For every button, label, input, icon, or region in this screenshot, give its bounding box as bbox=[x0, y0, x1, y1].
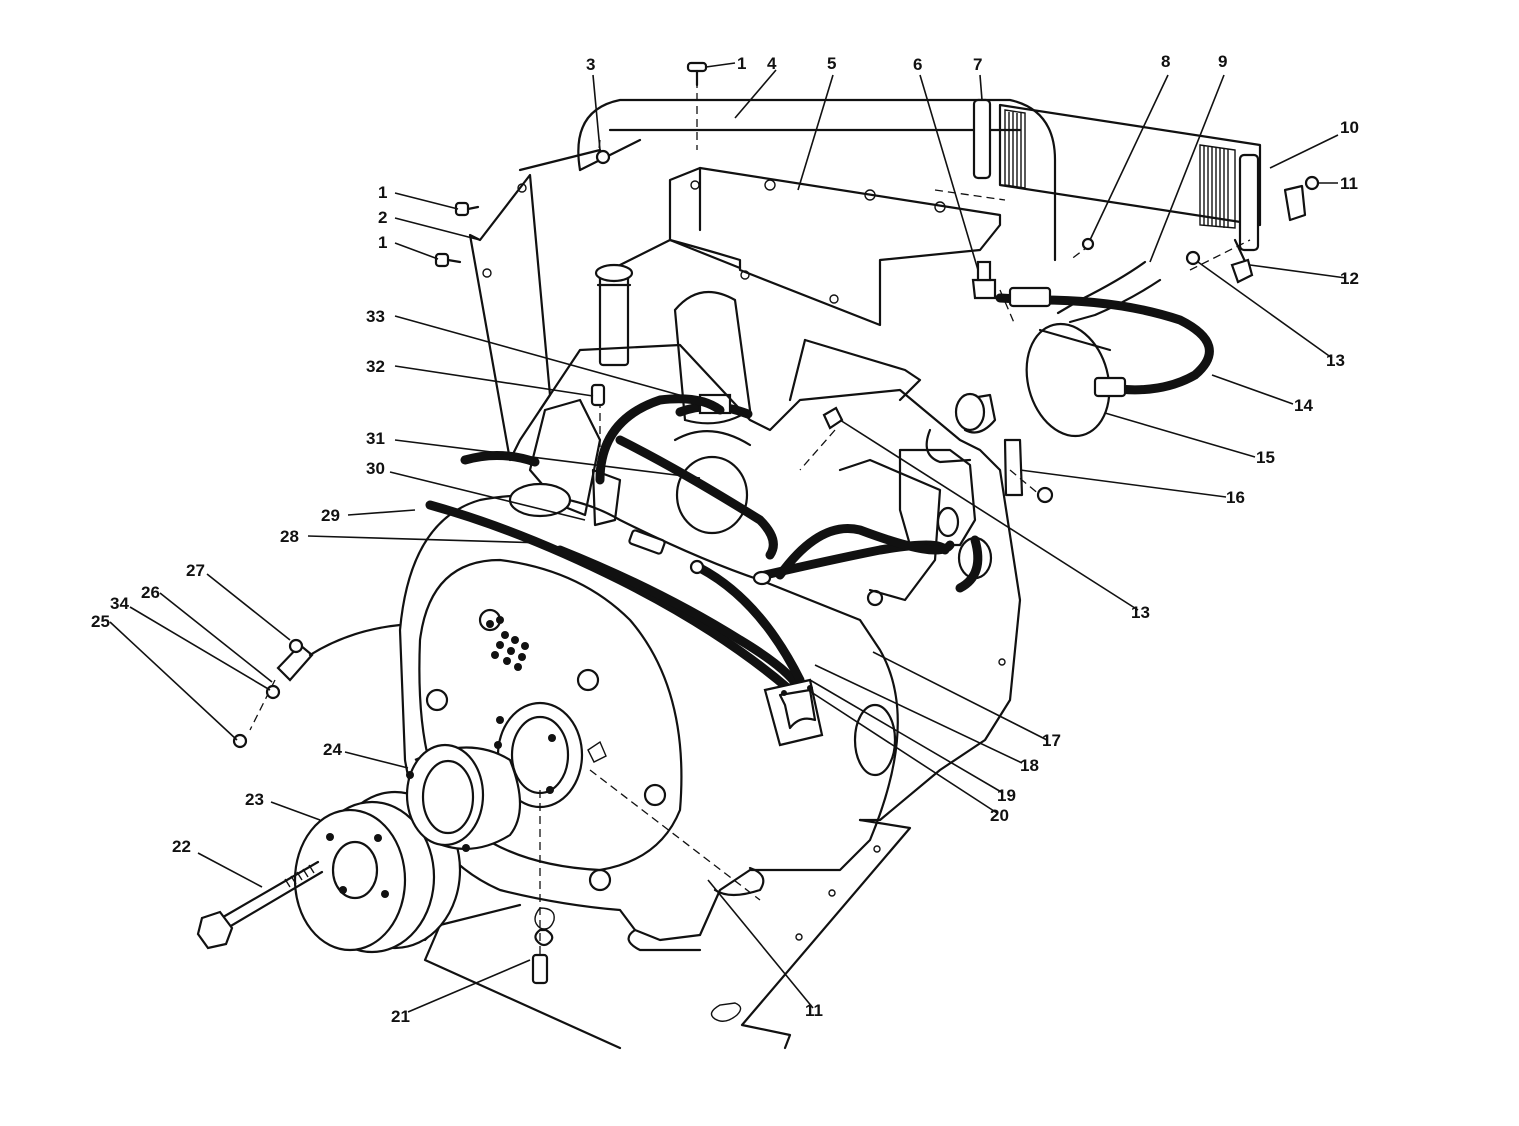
part-label-23: 23 bbox=[245, 790, 264, 809]
part-label-14: 14 bbox=[1294, 396, 1313, 415]
part-label-21: 21 bbox=[391, 1007, 410, 1026]
air-cleaner bbox=[995, 286, 1214, 438]
part-label-18: 18 bbox=[1020, 756, 1039, 775]
part-label-8: 8 bbox=[1161, 52, 1170, 71]
part-label-13-lower: 13 bbox=[1131, 603, 1150, 622]
part-label-29: 29 bbox=[321, 506, 340, 525]
leader-lines bbox=[109, 62, 1347, 1013]
part-label-28: 28 bbox=[280, 527, 299, 546]
pulley-bolt bbox=[196, 860, 324, 950]
hardware bbox=[232, 61, 1320, 985]
part-label-11-upper: 11 bbox=[1340, 174, 1358, 193]
part-label-13-upper: 13 bbox=[1326, 351, 1345, 370]
part-label-16: 16 bbox=[1226, 488, 1245, 507]
part-label-34: 34 bbox=[110, 594, 129, 613]
part-label-25: 25 bbox=[91, 612, 110, 631]
carburetor-intake bbox=[673, 290, 753, 535]
part-label-19: 19 bbox=[997, 786, 1016, 805]
baffle-bracket bbox=[618, 166, 1002, 327]
part-label-26: 26 bbox=[141, 583, 160, 602]
part-label-27: 27 bbox=[186, 561, 205, 580]
part-label-2: 2 bbox=[378, 208, 387, 227]
fuel-pump bbox=[763, 678, 824, 747]
hoses bbox=[425, 394, 983, 695]
part-label-20: 20 bbox=[990, 806, 1009, 825]
part-label-11-lower: 11 bbox=[805, 1001, 823, 1020]
engine-illustration bbox=[196, 61, 1320, 1050]
part-label-4: 4 bbox=[767, 54, 777, 73]
upper-brackets bbox=[508, 393, 1054, 607]
part-label-1-top: 1 bbox=[737, 54, 746, 73]
part-label-32: 32 bbox=[366, 357, 385, 376]
part-label-10: 10 bbox=[1340, 118, 1359, 137]
part-label-1-left-lower: 1 bbox=[378, 233, 387, 252]
part-label-9: 9 bbox=[1218, 52, 1227, 71]
part-label-3: 3 bbox=[586, 55, 595, 74]
part-label-30: 30 bbox=[366, 459, 385, 478]
part-label-5: 5 bbox=[827, 54, 836, 73]
oil-cooler bbox=[972, 98, 1262, 284]
base-plate bbox=[423, 818, 912, 1050]
pulley-hub bbox=[405, 741, 522, 852]
part-label-6: 6 bbox=[913, 55, 922, 74]
blower-housing-shroud bbox=[468, 98, 1057, 462]
crankcase-housing bbox=[398, 494, 1006, 952]
part-label-15: 15 bbox=[1256, 448, 1275, 467]
part-label-22: 22 bbox=[172, 837, 191, 856]
part-label-31: 31 bbox=[366, 429, 385, 448]
part-label-24: 24 bbox=[323, 740, 342, 759]
part-number-labels: 1 1 1 2 3 4 5 6 7 8 9 10 11 11 12 13 13 … bbox=[91, 52, 1359, 1026]
breather-hose bbox=[1056, 260, 1162, 324]
part-label-12: 12 bbox=[1340, 269, 1359, 288]
part-label-1-left-upper: 1 bbox=[378, 183, 387, 202]
oil-filler-tube bbox=[594, 263, 634, 367]
part-label-7: 7 bbox=[973, 55, 982, 74]
part-label-33: 33 bbox=[366, 307, 385, 326]
part-label-17: 17 bbox=[1042, 731, 1061, 750]
